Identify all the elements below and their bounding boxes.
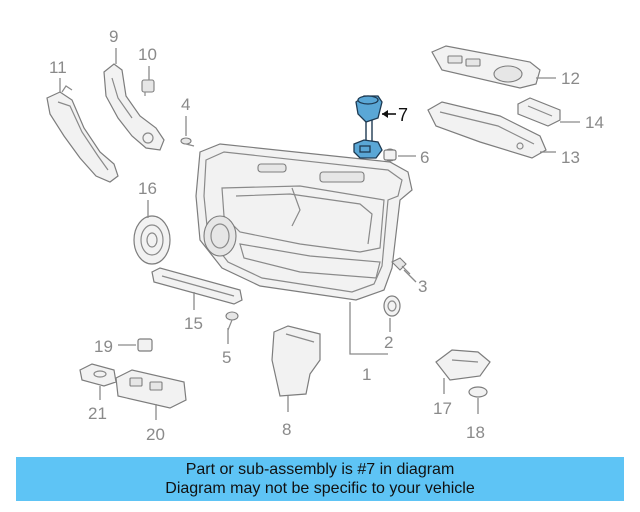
callout-20: 20 xyxy=(146,425,165,444)
callout-18: 18 xyxy=(466,423,485,442)
callout-16: 16 xyxy=(138,179,157,198)
part-21-switch xyxy=(79,363,117,387)
callout-5: 5 xyxy=(222,348,231,367)
callout-1: 1 xyxy=(362,365,371,384)
callout-19: 19 xyxy=(94,337,113,356)
callout-4: 4 xyxy=(181,95,190,114)
part-19-switch xyxy=(137,338,153,352)
callout-9: 9 xyxy=(109,27,118,46)
part-2-grommet xyxy=(383,295,401,317)
part-12-switch-panel xyxy=(431,45,541,89)
callout-2: 2 xyxy=(384,333,393,352)
part-20-switch-block xyxy=(115,369,187,409)
part-13-frame xyxy=(427,101,547,159)
callout-12: 12 xyxy=(561,69,580,88)
part-1-door-panel xyxy=(195,143,413,301)
callout-3: 3 xyxy=(418,277,427,296)
part-18-bulb xyxy=(468,386,488,398)
part-8-lower-panel xyxy=(271,325,321,397)
part-11-pull-handle xyxy=(46,85,119,183)
banner-line-2: Diagram may not be specific to your vehi… xyxy=(165,480,475,497)
leader-7-arrow xyxy=(382,110,388,118)
part-16-speaker xyxy=(133,215,171,265)
part-14-switch xyxy=(517,97,561,127)
part-15-strip xyxy=(151,267,243,305)
callout-10: 10 xyxy=(138,45,157,64)
callout-11: 11 xyxy=(49,58,67,77)
part-7-assembly-highlighted xyxy=(353,95,383,159)
leader-3 xyxy=(403,269,417,283)
part-9-bracket xyxy=(103,63,165,151)
part-10-clip xyxy=(141,79,155,96)
part-6-clip xyxy=(383,148,397,162)
parts-diagram: 11 9 10 4 7 xyxy=(46,27,604,444)
part-5-screw xyxy=(225,311,239,331)
callout-17: 17 xyxy=(433,399,452,418)
banner-line-1: Part or sub-assembly is #7 in diagram xyxy=(185,461,455,478)
callout-6: 6 xyxy=(420,148,429,167)
callout-21: 21 xyxy=(88,404,107,423)
leader-1 xyxy=(349,302,388,355)
callout-13: 13 xyxy=(561,148,580,167)
callout-15: 15 xyxy=(184,314,203,333)
callout-14: 14 xyxy=(585,113,604,132)
callout-7: 7 xyxy=(398,105,408,125)
callout-8: 8 xyxy=(282,420,291,439)
info-banner: Part or sub-assembly is #7 in diagram Di… xyxy=(16,457,624,501)
part-3-pin xyxy=(391,257,411,275)
part-4-screw xyxy=(180,137,195,147)
part-17-housing xyxy=(435,349,491,381)
